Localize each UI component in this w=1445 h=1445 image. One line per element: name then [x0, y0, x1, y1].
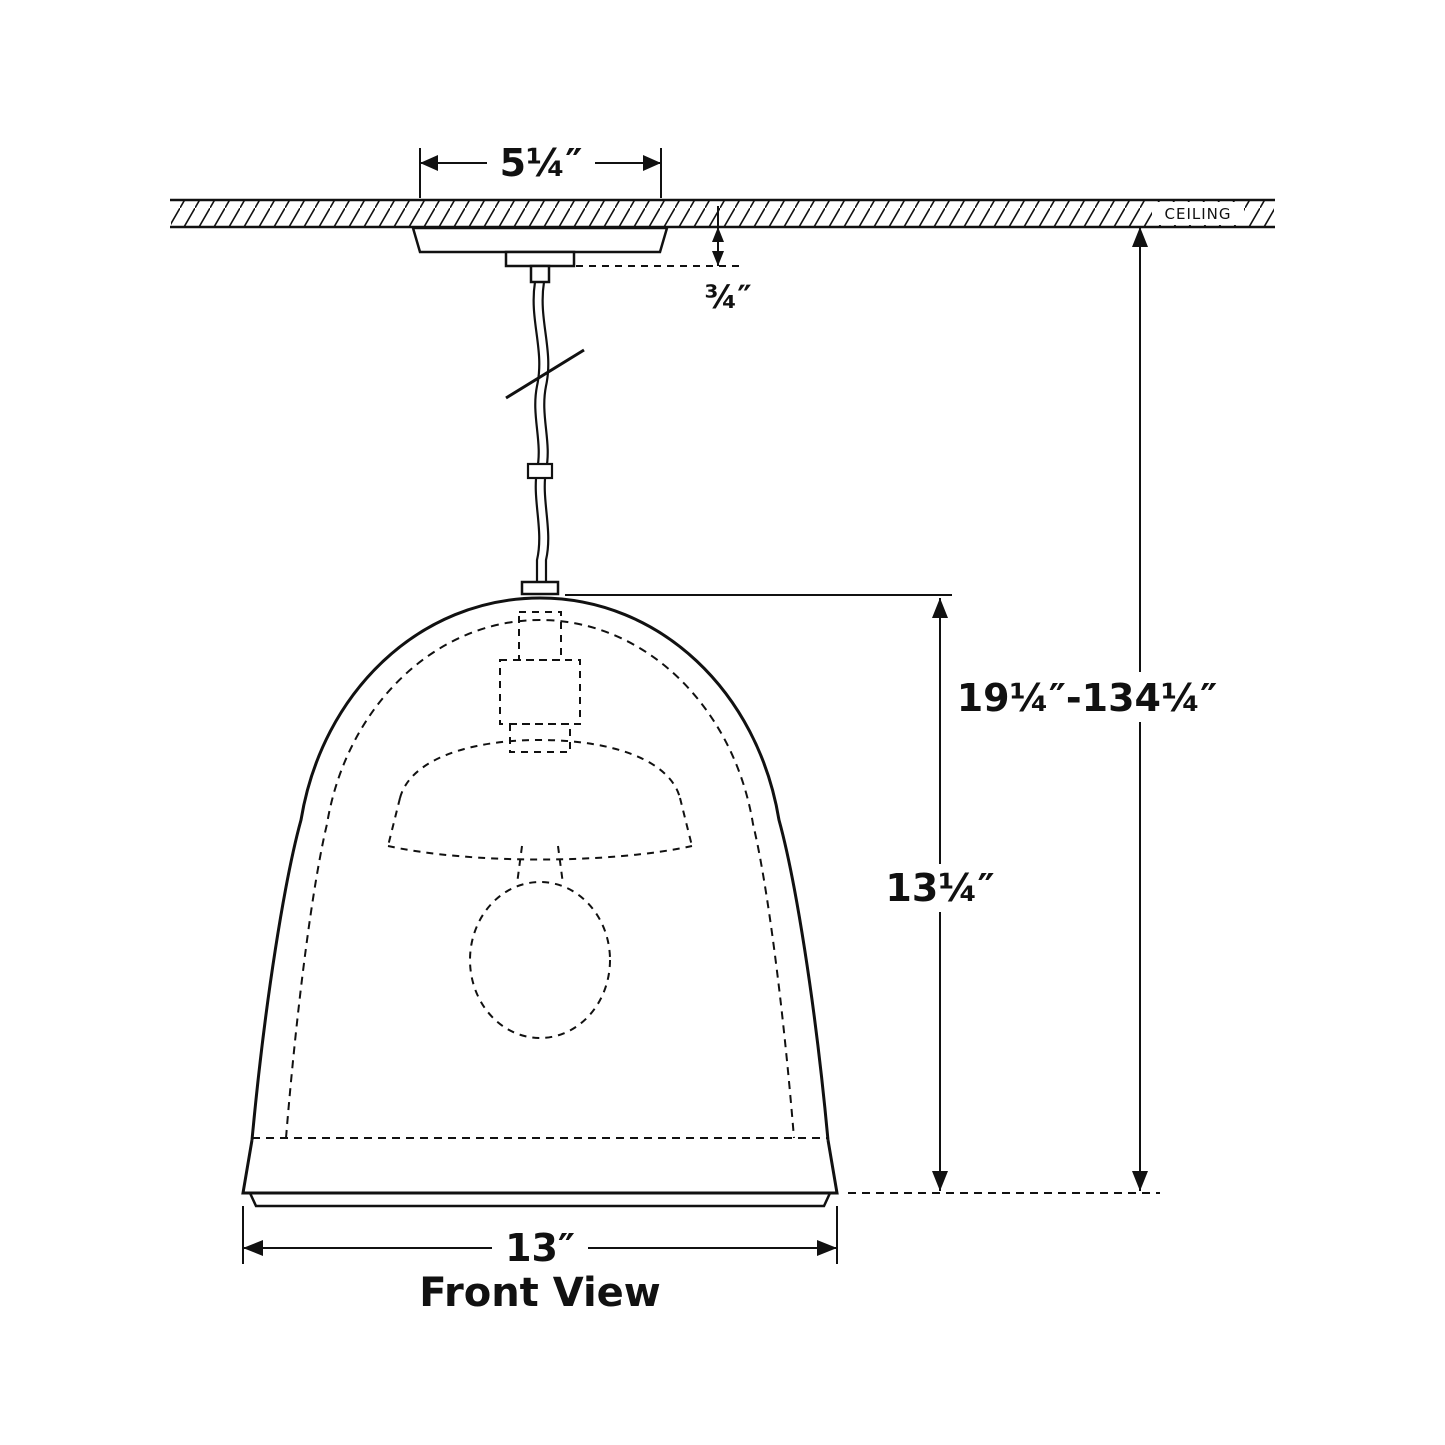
- dim-shade-height-label: 13¼″: [885, 866, 994, 910]
- cord: [505, 281, 585, 592]
- arrow-up-icon: [932, 598, 948, 618]
- socket-body: [499, 659, 581, 725]
- rim-band: [241, 1139, 839, 1195]
- shade-neck-fitting: [520, 580, 560, 596]
- internal-parts: [387, 611, 693, 1039]
- shade-outline: [250, 596, 830, 1141]
- dim-canopy-drop-label: ¾″: [704, 278, 751, 316]
- ceiling: CEILING: [170, 198, 1275, 229]
- inner-shade-left-edge: [387, 797, 401, 847]
- bulb: [469, 881, 611, 1039]
- arrow-right-icon: [643, 155, 661, 171]
- inner-shade-brim: [387, 845, 693, 861]
- dim-canopy-width-label: 5¼″: [500, 141, 583, 185]
- shade: [241, 580, 839, 1208]
- ceiling-hatch: [171, 201, 1274, 226]
- rim-base: [248, 1191, 832, 1208]
- cord-left-strand: [532, 281, 541, 592]
- label-mask: [942, 672, 1232, 722]
- cord-break-mark: [505, 348, 585, 400]
- dim-overall-height-label: 19¼″-134¼″: [957, 676, 1218, 720]
- dim-canopy-width: 5¼″: [419, 140, 662, 198]
- canopy: [411, 226, 669, 284]
- cord-connector: [526, 462, 554, 480]
- arrow-down-icon: [1132, 1171, 1148, 1191]
- arrow-up-icon: [712, 227, 724, 242]
- inner-shade-right-edge: [679, 797, 693, 847]
- label-mask: [492, 1224, 588, 1272]
- canopy-stem: [529, 264, 551, 284]
- dim-overall-height: 19¼″-134¼″: [942, 227, 1232, 1191]
- ceiling-label-mask: [1152, 202, 1244, 225]
- canopy-step: [504, 250, 576, 268]
- arrow-right-icon: [817, 1240, 837, 1256]
- ceiling-label: CEILING: [1165, 205, 1232, 223]
- arrow-down-icon: [932, 1171, 948, 1191]
- arrow-left-icon: [243, 1240, 263, 1256]
- dim-shade-height: 13¼″: [565, 594, 1160, 1194]
- canopy-plate: [411, 226, 669, 254]
- bulb-neck-left: [516, 845, 523, 885]
- arrow-left-icon: [420, 155, 438, 171]
- label-mask: [872, 864, 1008, 912]
- shade-inner-dashed: [285, 618, 795, 1139]
- dim-shade-width-label: 13″: [505, 1226, 575, 1270]
- socket-collar: [509, 723, 571, 753]
- dim-shade-width: 13″: [242, 1206, 838, 1272]
- label-mask: [487, 140, 595, 186]
- bulb-neck-right: [557, 845, 564, 885]
- arrow-up-icon: [1132, 227, 1148, 247]
- dim-canopy-drop: ¾″: [576, 206, 752, 316]
- inner-shade-dome: [399, 738, 681, 799]
- caption: Front View: [419, 1270, 661, 1316]
- arrow-down-icon: [712, 251, 724, 266]
- cord-right-strand: [541, 281, 550, 592]
